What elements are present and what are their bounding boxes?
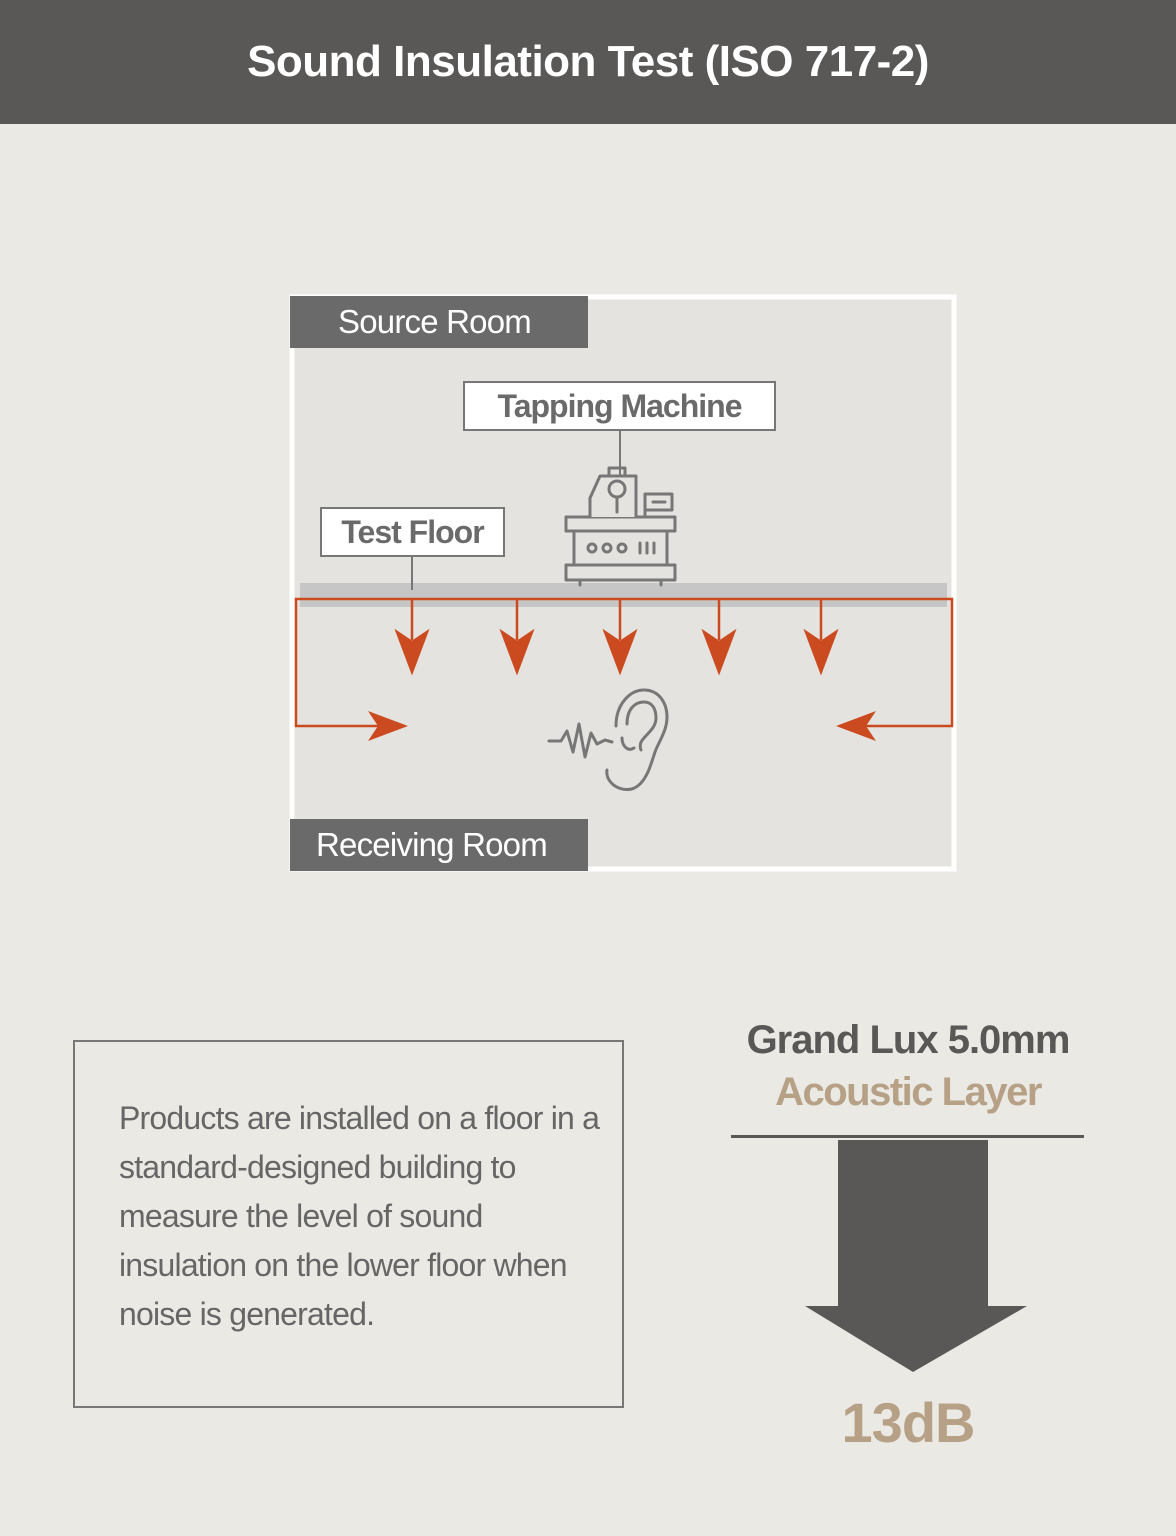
receiving-room-label: Receiving Room [290,819,588,871]
arrow-down-icon [394,600,430,676]
arrow-down-icon [803,600,839,676]
arrow-down-icon [602,600,638,676]
sound-wave-icon [547,722,614,759]
ear-icon [605,688,669,791]
description-box: Products are installed on a floor in a s… [73,1040,624,1408]
product-name: Grand Lux 5.0mm [746,1018,1071,1062]
source-room-label: Source Room [290,296,588,348]
arrow-right-icon [368,711,408,741]
flanking-path [294,597,954,728]
test-floor-slab [300,583,947,607]
result-value: 13dB [841,1391,976,1454]
description-text: Products are installed on a floor in a s… [119,1100,600,1332]
reduction-arrow-icon [805,1140,1027,1372]
tapping-machine-label: Tapping Machine [463,381,776,431]
arrow-down-icon [701,600,737,676]
tapping-machine-icon [564,466,677,587]
arrow-down-icon [499,600,535,676]
product-divider [731,1135,1084,1138]
test-floor-label: Test Floor [320,507,505,557]
product-layer: Acoustic Layer [775,1070,1042,1114]
page-title: Sound Insulation Test (ISO 717-2) [0,0,1176,124]
arrow-left-icon [836,711,876,741]
